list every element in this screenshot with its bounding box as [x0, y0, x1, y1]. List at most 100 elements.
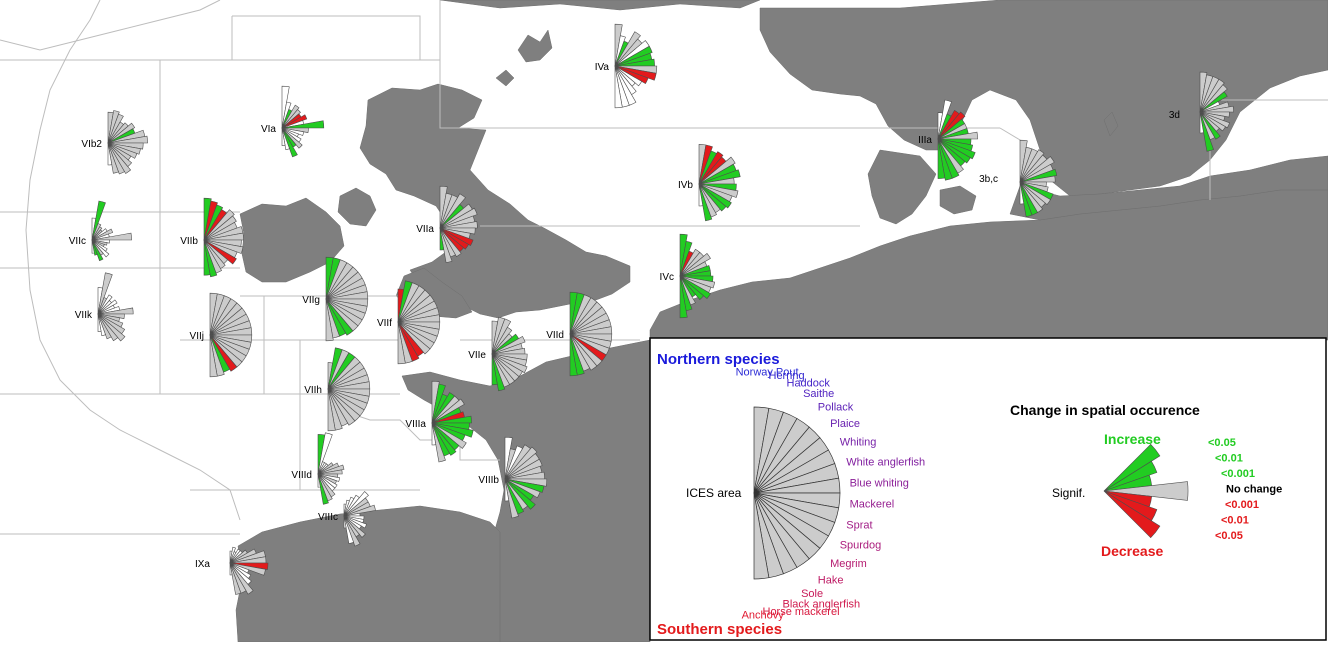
- rose-sector: [1199, 91, 1228, 113]
- rose-sector: [698, 183, 713, 222]
- legend-species-name: Plaice: [830, 418, 860, 430]
- rose-sector: [491, 353, 498, 386]
- rose-sector: [937, 138, 953, 181]
- rose-sector: [97, 313, 119, 342]
- area-label: VIIIb: [478, 475, 499, 486]
- rose-sector: [439, 207, 478, 229]
- scandinavia: [759, 0, 1328, 197]
- rose-sector: [431, 415, 472, 424]
- rose-sector: [679, 275, 705, 301]
- rose-sector: [1199, 111, 1226, 132]
- area-label: VIb2: [81, 139, 102, 150]
- rose-sector: [91, 228, 114, 241]
- legend-species-name: Megrim: [830, 558, 867, 570]
- rose-sector: [1019, 181, 1033, 218]
- rose-sector: [439, 227, 462, 258]
- rose-3bc: 3b,c: [979, 139, 1058, 218]
- rose-sector: [91, 232, 132, 241]
- rose-sector: [97, 313, 106, 337]
- gotland-island: [1103, 111, 1119, 137]
- ices-area-label: ICES area: [686, 486, 742, 500]
- northern-species-title: Northern species: [657, 351, 780, 368]
- rose-sector: [937, 131, 978, 140]
- rose-sector: [614, 65, 643, 87]
- legend-species-name: White anglerfish: [846, 456, 925, 468]
- rose-sector: [229, 562, 254, 595]
- rose-iva: IVa: [595, 23, 658, 109]
- rose-vib2: VIb2: [81, 110, 148, 175]
- rose-sector: [431, 422, 467, 449]
- rose-sector: [203, 232, 244, 241]
- rose-ivb: IVb: [678, 144, 741, 222]
- change-title: Change in spatial occurence: [1010, 402, 1200, 418]
- rose-sector: [1199, 111, 1214, 152]
- rose-sector: [327, 388, 336, 432]
- legend-species-labels: Norway PoutHerringHaddockSaithePollackPl…: [736, 367, 926, 622]
- area-label: VIIa: [416, 224, 434, 235]
- rose-viib: VIIb: [180, 197, 244, 278]
- rose-sector: [937, 111, 966, 140]
- decrease-label: Decrease: [1101, 543, 1163, 559]
- rose-sector: [431, 422, 446, 463]
- legend-species-name: Blue whiting: [850, 477, 909, 489]
- significance-sector: [1103, 481, 1189, 501]
- rose-sector: [439, 227, 474, 247]
- rose-sector: [203, 204, 224, 241]
- rose-sector: [343, 515, 361, 547]
- rose-sector: [325, 298, 334, 342]
- area-label: VIa: [261, 124, 276, 135]
- rose-sector: [97, 299, 118, 315]
- rose-sector: [439, 227, 445, 251]
- signif-label: Signif.: [1052, 486, 1085, 500]
- rose-sector: [698, 183, 732, 209]
- rose-sector: [504, 478, 541, 499]
- area-label: IVa: [595, 62, 610, 73]
- rose-sector: [614, 45, 653, 67]
- iceland-faroe-fragment: [439, 0, 761, 11]
- area-label: VIIIa: [405, 419, 426, 430]
- significance-fan: [1103, 443, 1189, 539]
- rose-sector: [97, 313, 126, 342]
- rose-sector: [1199, 78, 1225, 113]
- legend-species-name: Herring: [769, 370, 805, 382]
- significance-level-label: <0.05: [1215, 530, 1243, 542]
- rose-viig: VIIg: [302, 256, 369, 342]
- rose-sector: [679, 252, 711, 277]
- legend-species-name: Sole: [801, 588, 823, 600]
- rose-sector: [614, 31, 641, 67]
- area-label: IIIa: [918, 135, 932, 146]
- boundary-vii-viii: [339, 409, 500, 461]
- rose-sector: [107, 142, 119, 174]
- rose-sector: [107, 135, 148, 144]
- significance-level-label: <0.001: [1225, 499, 1259, 511]
- area-label: VIIf: [377, 318, 392, 329]
- rose-sector: [1199, 105, 1234, 113]
- legend-species-name: Anchovy: [742, 610, 785, 622]
- significance-sector: [1103, 443, 1161, 492]
- rose-sector: [1019, 181, 1025, 205]
- rose-sector: [1019, 168, 1058, 183]
- significance-level-label: <0.01: [1221, 515, 1249, 527]
- significance-sector: [1103, 460, 1158, 492]
- rose-sector: [281, 104, 300, 129]
- rose-sector: [203, 215, 237, 241]
- legend-species-name: Horse mackerel: [763, 606, 840, 618]
- rose-viia: VIIa: [416, 185, 478, 264]
- area-label: VIIg: [302, 295, 320, 306]
- rose-viih: VIIh: [304, 347, 371, 432]
- northern-ireland: [337, 187, 377, 227]
- rose-sector: [1019, 175, 1056, 183]
- rose-viif: VIIf: [377, 280, 441, 365]
- rose-sector: [504, 446, 538, 480]
- rose-sector: [327, 388, 356, 426]
- rose-sector: [1019, 181, 1051, 206]
- area-label: VIIh: [304, 385, 322, 396]
- area-label: VIIk: [75, 310, 93, 321]
- rose-sector: [97, 313, 102, 332]
- area-label: VIIc: [69, 236, 86, 247]
- legend-panel: Northern species Southern species ICES a…: [649, 337, 1327, 641]
- area-label: IVc: [660, 272, 674, 283]
- rose-sector: [325, 298, 354, 336]
- area-label: 3d: [1169, 110, 1180, 121]
